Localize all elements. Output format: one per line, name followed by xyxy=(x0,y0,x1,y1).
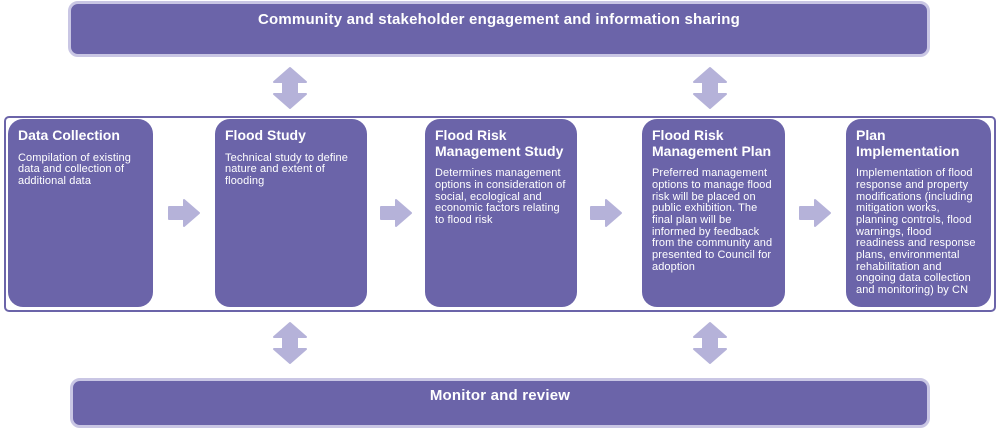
step-box-flood-risk-management-plan: Flood Risk Management Plan Preferred man… xyxy=(642,119,785,307)
community-engagement-band: Community and stakeholder engagement and… xyxy=(68,1,930,57)
step-description: Implementation of flood response and pro… xyxy=(856,167,976,296)
step-title: Data Collection xyxy=(18,127,120,143)
step-box-flood-risk-management-study: Flood Risk Management Study Determines m… xyxy=(425,119,577,307)
up-down-arrow-icon xyxy=(692,321,728,365)
step-box-flood-study: Flood Study Technical study to define na… xyxy=(215,119,367,307)
monitor-review-label: Monitor and review xyxy=(429,387,571,404)
right-arrow-icon xyxy=(589,198,623,228)
right-arrow-icon xyxy=(379,198,413,228)
right-arrow-icon xyxy=(798,198,832,228)
monitor-review-band: Monitor and review xyxy=(70,378,930,428)
step-description: Technical study to define nature and ext… xyxy=(225,151,348,187)
step-title: Plan Implementation xyxy=(856,127,960,159)
up-down-arrow-icon xyxy=(692,66,728,110)
step-description: Compilation of existing data and collect… xyxy=(18,151,131,187)
step-title: Flood Risk Management Study xyxy=(435,127,564,159)
step-title: Flood Study xyxy=(225,127,306,143)
up-down-arrow-icon xyxy=(272,66,308,110)
up-down-arrow-icon xyxy=(272,321,308,365)
community-engagement-label: Community and stakeholder engagement and… xyxy=(257,11,741,28)
process-steps-frame: Data Collection Compilation of existing … xyxy=(4,116,996,312)
step-title: Flood Risk Management Plan xyxy=(652,127,772,159)
step-box-data-collection: Data Collection Compilation of existing … xyxy=(8,119,153,307)
right-arrow-icon xyxy=(167,198,201,228)
step-box-plan-implementation: Plan Implementation Implementation of fl… xyxy=(846,119,991,307)
step-description: Determines management options in conside… xyxy=(435,167,566,226)
step-description: Preferred management options to manage f… xyxy=(652,167,773,273)
